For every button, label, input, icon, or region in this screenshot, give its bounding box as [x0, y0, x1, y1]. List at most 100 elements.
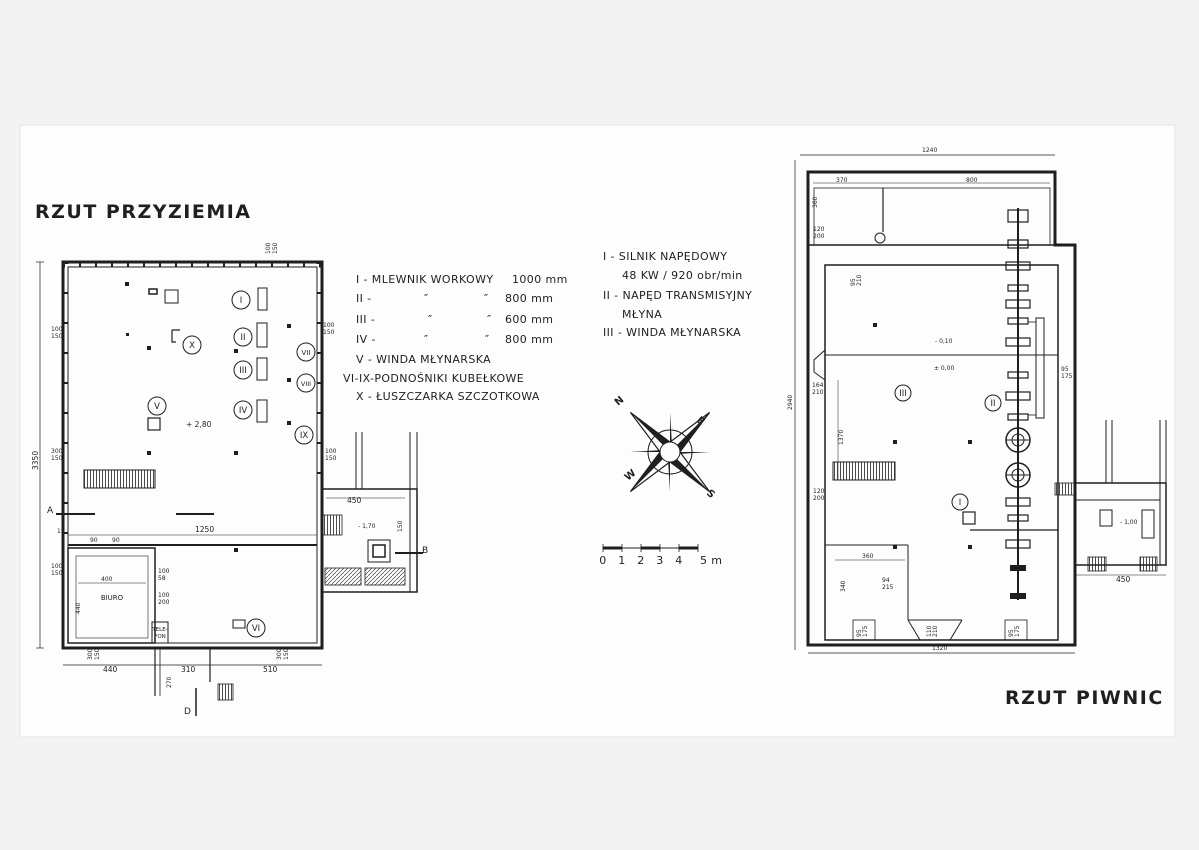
- shaft-part: [1005, 337, 1031, 347]
- equipment-mark-iv: IV: [233, 400, 253, 420]
- millstone-gear: [1005, 427, 1031, 453]
- door-dim: 95: [1061, 366, 1069, 373]
- drawing-area: [19, 124, 1176, 738]
- door-dim: 120: [813, 226, 825, 233]
- scale-bar: 0 1 2 3 4 5 m: [599, 544, 722, 567]
- shaft-part: [1005, 497, 1031, 507]
- door-dim: 95: [856, 629, 863, 637]
- inner-dim-label: 90: [90, 537, 98, 544]
- door-dim: 100: [158, 568, 170, 575]
- svg-text:IV: IV: [239, 406, 248, 416]
- shaft-part: [1007, 284, 1029, 292]
- legend-row-2-size: 800 mm: [505, 292, 553, 305]
- shaft-part: [1005, 299, 1031, 309]
- annex-steps: [1139, 556, 1158, 572]
- basement-staircase: [832, 461, 896, 481]
- column: [968, 545, 972, 549]
- bottom-dim-a: 440: [103, 665, 118, 674]
- legend-row-3-size: 600 mm: [505, 313, 553, 326]
- equipment-mark-vi: VI: [246, 618, 266, 638]
- svg-text:I: I: [959, 498, 962, 508]
- ground-floor-plan: TELE- FON BIURO I II III IV V VI VII: [31, 242, 428, 717]
- inner-dim-label: 90: [112, 537, 120, 544]
- column: [234, 548, 238, 552]
- scale-label: 3: [656, 554, 663, 567]
- inner-height-label: 1370: [838, 430, 845, 445]
- annex-steps: [1054, 482, 1076, 496]
- mill-unit-iii: [256, 357, 268, 381]
- door-dim: 94: [882, 577, 890, 584]
- door-dim: 95: [1008, 629, 1015, 637]
- equipment-mark-iii: III: [233, 360, 253, 380]
- equipment-mark-vii: VII: [296, 342, 316, 362]
- door-dim: 210: [812, 389, 824, 396]
- section-label-a: A: [47, 506, 54, 516]
- equipment-mark-ii: II: [233, 327, 253, 347]
- column: [147, 451, 151, 455]
- equipment-mark-x: X: [182, 335, 202, 355]
- door-dim: 120: [813, 488, 825, 495]
- basement-legend-row: 48 KW / 920 obr/min: [622, 269, 743, 282]
- equipment-mark-ix: IX: [294, 425, 314, 445]
- column: [893, 545, 897, 549]
- millstone-gear: [1005, 462, 1031, 488]
- north-dim-2: 800: [966, 177, 978, 184]
- scale-label: 0: [599, 554, 606, 567]
- level-minus-010-label: - 0,10: [935, 338, 953, 345]
- annex-equipment: [367, 539, 391, 563]
- legend-row-3-label: III -: [356, 313, 375, 326]
- basement-plan-title: RZUT PIWNIC: [1005, 687, 1164, 709]
- annex-machine: [1141, 509, 1155, 539]
- door-dim: 175: [862, 625, 869, 637]
- scale-label: 4: [675, 554, 682, 567]
- compass-west: W: [623, 468, 639, 484]
- equipment-mark-v: V: [147, 396, 167, 416]
- legend-row-7: X - ŁUSZCZARKA SZCZOTKOWA: [356, 390, 540, 403]
- mill-unit-i: [257, 287, 268, 311]
- section-label-d: D: [184, 707, 191, 717]
- annex-stairs: [321, 514, 343, 536]
- annex-depth-label: 150: [397, 520, 404, 532]
- shaft-part: [1005, 391, 1031, 401]
- office-label: BIURO: [101, 594, 124, 602]
- column: [234, 349, 238, 353]
- wall-niche: [813, 349, 826, 381]
- shaft-part: [1010, 593, 1026, 599]
- window-dim: 100: [51, 326, 63, 333]
- phone-label-2: FON: [154, 634, 166, 640]
- basement-legend-row: III - WINDA MŁYNARSKA: [603, 326, 741, 339]
- equipment-mark-viii: VIII: [296, 373, 316, 393]
- scale-label: 5 m: [700, 554, 722, 567]
- door-dim: 300: [276, 648, 283, 660]
- window-dim: 150: [51, 333, 63, 340]
- elevator-shaft: [147, 417, 161, 431]
- door-dim: 150: [283, 648, 290, 660]
- door-niche: [1004, 619, 1028, 641]
- bucket-elevator-vi: [232, 619, 246, 629]
- bottom-dim-b: 310: [181, 665, 196, 674]
- column: [126, 333, 129, 336]
- door-dim: 215: [882, 584, 894, 591]
- door-dim: 100: [158, 592, 170, 599]
- door-dim: 95: [850, 278, 857, 286]
- legend-row-3-ditto: ″: [428, 313, 433, 326]
- svg-text:X: X: [189, 341, 195, 351]
- legend-row-6: VI-IX-PODNOŚNIKI KUBEŁKOWE: [343, 372, 524, 385]
- phone-label-1: TELE-: [151, 627, 167, 633]
- top-window-dim: 100: [265, 242, 272, 254]
- legend-row-4-ditto: ″: [424, 333, 429, 346]
- annex-level-label: - 1,70: [358, 523, 376, 530]
- north-depth-label: 360: [812, 196, 819, 208]
- bottom-dim-c: 510: [263, 665, 278, 674]
- east-annex: [1074, 482, 1167, 566]
- shaft-part: [1007, 317, 1029, 325]
- doorway: [907, 619, 963, 641]
- window-dim: 150: [323, 329, 335, 336]
- small-dim-label: 12: [57, 528, 65, 535]
- window-dim: 100: [51, 563, 63, 570]
- north-dim-1: 370: [836, 177, 848, 184]
- office-room: [67, 547, 156, 644]
- husker-unit: [171, 329, 180, 343]
- equipment-box: [148, 288, 158, 295]
